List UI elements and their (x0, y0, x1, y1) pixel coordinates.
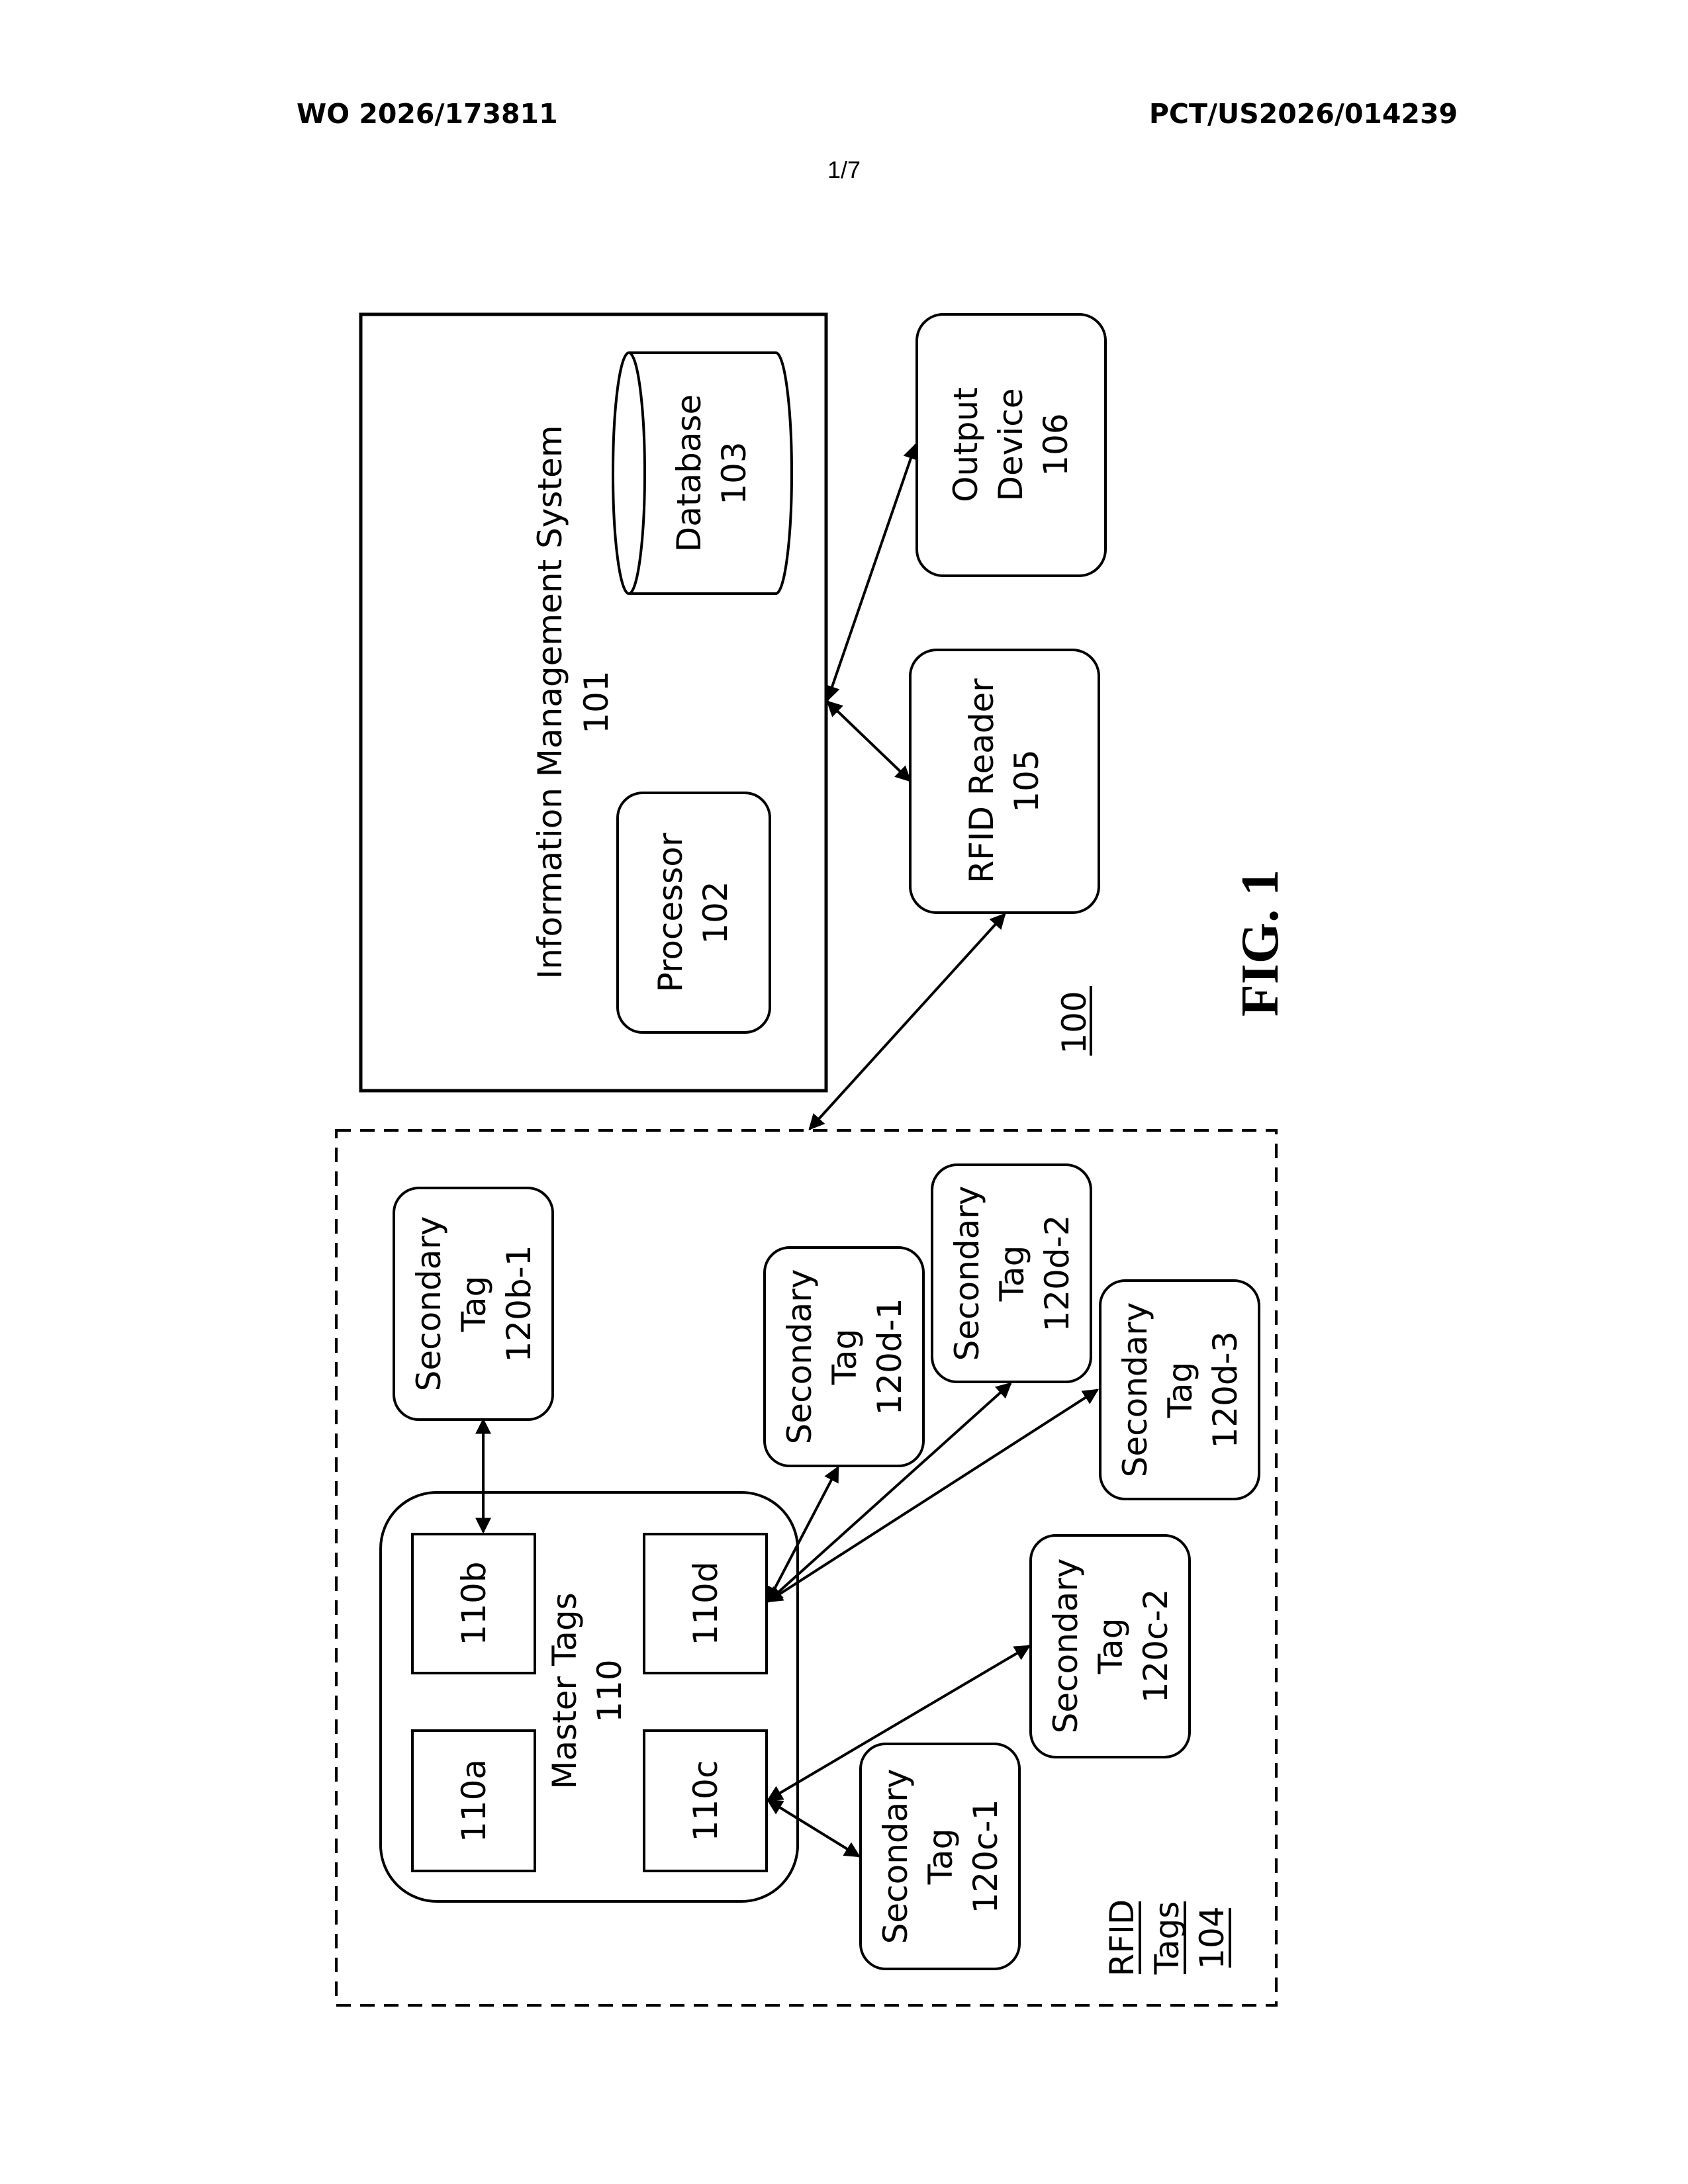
secondary-tag-120c-2: Secondary Tag 120c-2 (1031, 1535, 1190, 1757)
arrow-ims-reader (827, 702, 910, 781)
master-tag-110a-label: 110a (455, 1759, 493, 1843)
secondary-tag-120d-2: Secondary Tag 120d-2 (932, 1165, 1091, 1382)
arrow-110c-120c1 (768, 1800, 859, 1856)
svg-text:Secondary: Secondary (876, 1769, 915, 1944)
svg-text:Secondary: Secondary (780, 1269, 819, 1445)
svg-text:Secondary: Secondary (1047, 1559, 1085, 1734)
figure-label: FIG. 1 (1231, 870, 1289, 1017)
rfid-tags-ref: 104 (1193, 1906, 1231, 1969)
processor-block: Processor 102 (618, 793, 770, 1032)
ims-ref: 101 (577, 670, 616, 733)
database-block: Database 103 (613, 353, 792, 594)
rfid-reader-block: RFID Reader 105 (910, 650, 1099, 913)
svg-text:120d-2: 120d-2 (1038, 1214, 1076, 1332)
svg-text:120c-1: 120c-1 (966, 1799, 1005, 1914)
output-device-block: Output Device 106 (917, 314, 1105, 576)
master-tags-title: Master Tags (545, 1592, 584, 1789)
svg-text:Secondary: Secondary (948, 1186, 986, 1361)
svg-text:120d-1: 120d-1 (870, 1298, 909, 1415)
secondary-tag-120d-3: Secondary Tag 120d-3 (1100, 1281, 1259, 1499)
master-tag-110d-label: 110d (686, 1561, 725, 1645)
information-management-system-block: Information Management System 101 (361, 314, 826, 1091)
svg-text:Tag: Tag (455, 1276, 493, 1333)
master-tags-ref: 110 (590, 1659, 629, 1722)
arrow-ims-output (827, 445, 915, 700)
svg-text:Tag: Tag (1092, 1618, 1130, 1675)
master-tag-110c-label: 110c (686, 1760, 725, 1842)
figure-ref-100: 100 (1055, 986, 1094, 1056)
database-title: Database (670, 394, 708, 553)
output-device-ref: 106 (1037, 413, 1075, 476)
secondary-tag-120d-1: Secondary Tag 120d-1 (765, 1248, 923, 1466)
master-tags-group: Master Tags 110 110b 110a 110d 110c (381, 1492, 798, 1901)
svg-text:100: 100 (1055, 991, 1094, 1054)
svg-text:120b-1: 120b-1 (500, 1245, 538, 1362)
rfid-reader-title: RFID Reader (962, 678, 1001, 884)
svg-text:Secondary: Secondary (1116, 1302, 1154, 1478)
rfid-tags-line2: Tags (1148, 1901, 1186, 1976)
svg-text:Tag: Tag (993, 1246, 1031, 1302)
processor-title: Processor (651, 833, 690, 992)
secondary-tag-120b-1: Secondary Tag 120b-1 (394, 1188, 553, 1420)
processor-ref: 102 (696, 881, 735, 944)
svg-text:Tag: Tag (825, 1329, 864, 1386)
output-device-line2: Device (992, 388, 1030, 502)
master-tag-110b-label: 110b (455, 1561, 493, 1645)
secondary-tag-120c-1: Secondary Tag 120c-1 (861, 1744, 1019, 1969)
rfid-tags-line1: RFID (1103, 1899, 1141, 1977)
rfid-reader-ref: 105 (1008, 749, 1046, 812)
svg-text:120d-3: 120d-3 (1206, 1331, 1244, 1448)
ims-title: Information Management System (531, 425, 569, 979)
arrow-reader-tags (810, 914, 1005, 1129)
svg-text:Tag: Tag (1161, 1362, 1199, 1419)
svg-text:120c-2: 120c-2 (1137, 1589, 1175, 1704)
output-device-line1: Output (947, 387, 985, 502)
database-ref: 103 (715, 441, 753, 504)
svg-text:Tag: Tag (921, 1829, 960, 1886)
svg-text:Secondary: Secondary (410, 1216, 448, 1392)
arrow-110d-120d1 (768, 1467, 838, 1602)
